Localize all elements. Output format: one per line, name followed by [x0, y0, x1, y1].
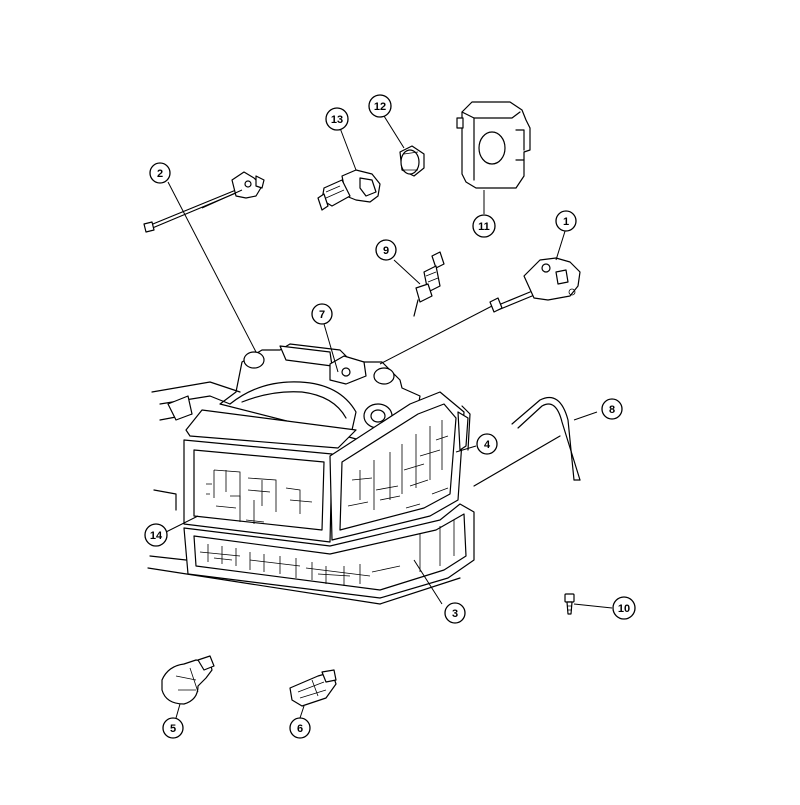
callout-4: 4 — [476, 433, 498, 455]
callout-3-label: 3 — [452, 608, 458, 620]
callout-6: 6 — [289, 717, 311, 739]
callout-12-label: 12 — [374, 101, 386, 113]
callout-1: 1 — [555, 210, 577, 232]
callout-13-label: 13 — [331, 114, 343, 126]
part-11-bulb-cover — [456, 101, 531, 189]
callout-9: 9 — [375, 239, 397, 261]
callout-4-label: 4 — [484, 439, 491, 451]
callout-2-label: 2 — [157, 168, 163, 180]
callout-11: 11 — [472, 214, 496, 238]
callout-12: 12 — [368, 94, 392, 118]
callout-6-label: 6 — [297, 723, 303, 735]
callout-5-label: 5 — [170, 723, 176, 735]
lens-14-pattern — [206, 469, 313, 524]
callout-8-label: 8 — [609, 404, 615, 416]
callout-14: 14 — [144, 523, 168, 547]
part-1-vertical-adjuster — [489, 257, 581, 313]
headlamp-assembly — [147, 343, 561, 605]
part-10-screw — [564, 593, 575, 615]
part-6-wedge-bulb — [289, 669, 337, 707]
callout-7-label: 7 — [319, 309, 325, 321]
part-9-socket — [413, 251, 445, 317]
part-8-wire — [511, 396, 581, 481]
callout-1-label: 1 — [563, 216, 569, 228]
part-13-headlamp-bulb — [317, 169, 381, 211]
part-5-bulb — [161, 655, 215, 705]
callout-2: 2 — [149, 162, 171, 184]
callout-10: 10 — [612, 596, 636, 620]
leader-lines — [165, 115, 613, 719]
part-12-retaining-ring — [399, 145, 425, 177]
callout-7: 7 — [311, 303, 333, 325]
callout-9-label: 9 — [383, 245, 389, 257]
lens-3-pattern — [199, 520, 455, 586]
callout-8: 8 — [601, 398, 623, 420]
callout-5: 5 — [162, 717, 184, 739]
callout-14-label: 14 — [150, 530, 163, 542]
callout-3: 3 — [444, 602, 466, 624]
callout-10-label: 10 — [618, 603, 630, 615]
callout-13: 13 — [325, 107, 349, 131]
lens-4-pattern — [347, 420, 449, 510]
callout-11-label: 11 — [478, 221, 490, 233]
